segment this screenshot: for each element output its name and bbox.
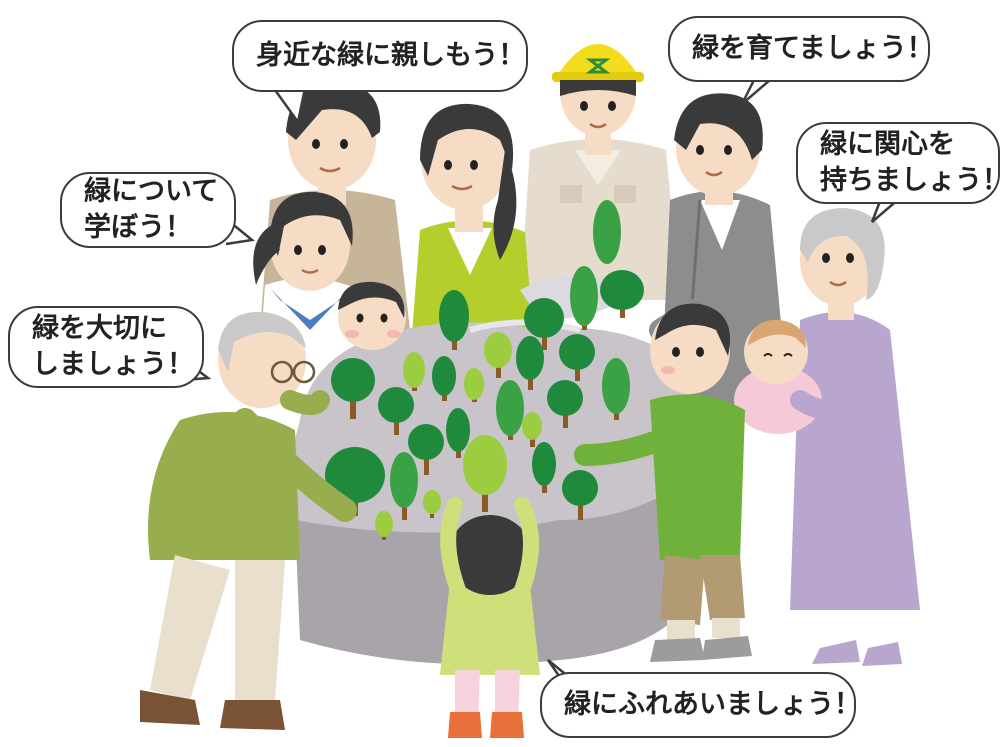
speech-bubble-top-left: 身近な緑に親しもう！ — [232, 20, 528, 92]
tree — [524, 298, 564, 350]
tree — [496, 380, 524, 440]
speech-bubble-left-lower: 緑を大切に しましょう！ — [8, 306, 204, 388]
tree-small — [423, 490, 441, 518]
bubble-tail — [273, 87, 307, 126]
bubble-text: 緑にふれあいましょう！ — [564, 689, 861, 720]
speech-bubble-bottom: 緑にふれあいましょう！ — [540, 672, 861, 738]
tree-large — [331, 358, 375, 419]
tree-large — [463, 435, 507, 512]
bubble-text: 身近な緑に親しもう！ — [256, 40, 526, 71]
tree — [390, 452, 418, 520]
tree — [432, 356, 456, 401]
bubble-text-line1: 緑に関心を — [820, 129, 955, 160]
tree-large — [325, 447, 385, 516]
tree — [600, 270, 644, 318]
tree-tall — [593, 200, 621, 264]
speech-bubble-right: 緑に関心を 持ちましょう！ — [796, 122, 1006, 204]
bubble-text-line2: 学ぼう！ — [84, 212, 192, 243]
bubble-text-line1: 緑について — [84, 176, 219, 207]
tree — [602, 358, 630, 420]
tree — [408, 424, 444, 475]
tree — [570, 266, 598, 330]
bubble-text-line1: 緑を大切に — [32, 313, 167, 344]
tree — [562, 470, 598, 520]
tree — [516, 336, 544, 390]
bubble-text: 緑を育てましょう！ — [692, 33, 934, 64]
tree — [378, 387, 414, 435]
speech-bubble-left-upper: 緑について 学ぼう！ — [60, 172, 236, 248]
tree — [559, 334, 595, 381]
trees-on-model — [325, 200, 644, 540]
tree — [547, 380, 583, 428]
tree — [464, 368, 484, 402]
grandfather-with-glasses — [140, 311, 357, 730]
bubble-text-line2: 持ちましょう！ — [820, 165, 1006, 196]
toddler-from-behind — [440, 497, 540, 738]
tree — [522, 412, 542, 447]
worker-with-helmet — [520, 44, 680, 300]
speech-bubble-top-right: 緑を育てましょう！ — [668, 16, 934, 82]
tree — [532, 442, 556, 493]
tree — [439, 290, 469, 350]
grandmother-holding-baby — [734, 208, 920, 666]
tree — [403, 352, 425, 391]
bubble-text-line2: しましょう！ — [32, 349, 194, 380]
bubble-tail — [740, 77, 771, 105]
tree-small — [375, 511, 393, 540]
tree — [446, 408, 470, 458]
tree — [484, 332, 512, 378]
small-boy-at-table — [338, 281, 406, 350]
boy-green-shirt — [574, 303, 752, 662]
